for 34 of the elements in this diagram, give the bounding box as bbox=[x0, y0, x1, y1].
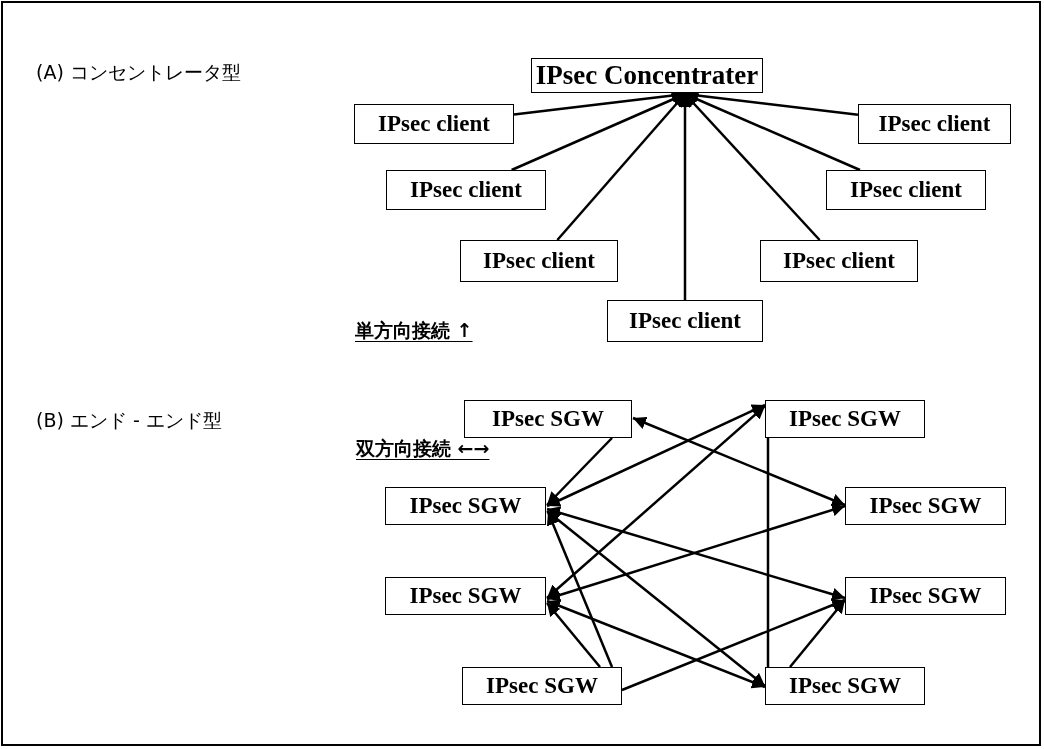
arrow bbox=[546, 602, 601, 668]
client-box: IPsec client bbox=[354, 104, 514, 144]
gateway-box: IPsec SGW bbox=[464, 400, 632, 438]
arrow bbox=[678, 94, 692, 300]
arrow bbox=[546, 437, 613, 506]
connection-note: 双方向接続 ←→ bbox=[356, 436, 490, 461]
gateway-box: IPsec SGW bbox=[462, 667, 622, 705]
client-box: IPsec client bbox=[760, 240, 918, 282]
client-box: IPsec client bbox=[607, 300, 763, 342]
gateway-box: IPsec SGW bbox=[845, 577, 1006, 615]
arrow bbox=[546, 405, 766, 599]
client-box: IPsec client bbox=[460, 240, 618, 282]
gateway-box: IPsec SGW bbox=[385, 487, 546, 525]
concentrator-box: IPsec Concentrater bbox=[531, 58, 763, 93]
connection-note: 単方向接続 ↑ bbox=[355, 318, 473, 343]
client-box: IPsec client bbox=[858, 104, 1011, 144]
arrow bbox=[546, 599, 766, 689]
arrow bbox=[556, 93, 686, 241]
arrow bbox=[632, 416, 846, 507]
arrow bbox=[546, 403, 766, 508]
section-heading: (A) コンセントレータ型 bbox=[36, 60, 241, 85]
gateway-box: IPsec SGW bbox=[765, 667, 925, 705]
gateway-box: IPsec SGW bbox=[845, 487, 1006, 525]
arrow bbox=[684, 93, 821, 241]
gateway-box: IPsec SGW bbox=[385, 577, 546, 615]
client-box: IPsec client bbox=[386, 170, 546, 210]
arrow bbox=[546, 510, 766, 687]
arrow bbox=[621, 598, 846, 692]
gateway-box: IPsec SGW bbox=[765, 400, 925, 438]
arrow bbox=[789, 599, 846, 668]
connector-line bbox=[766, 438, 770, 667]
section-heading: (B) エンド - エンド型 bbox=[36, 408, 222, 433]
client-box: IPsec client bbox=[826, 170, 986, 210]
arrow bbox=[546, 511, 614, 668]
